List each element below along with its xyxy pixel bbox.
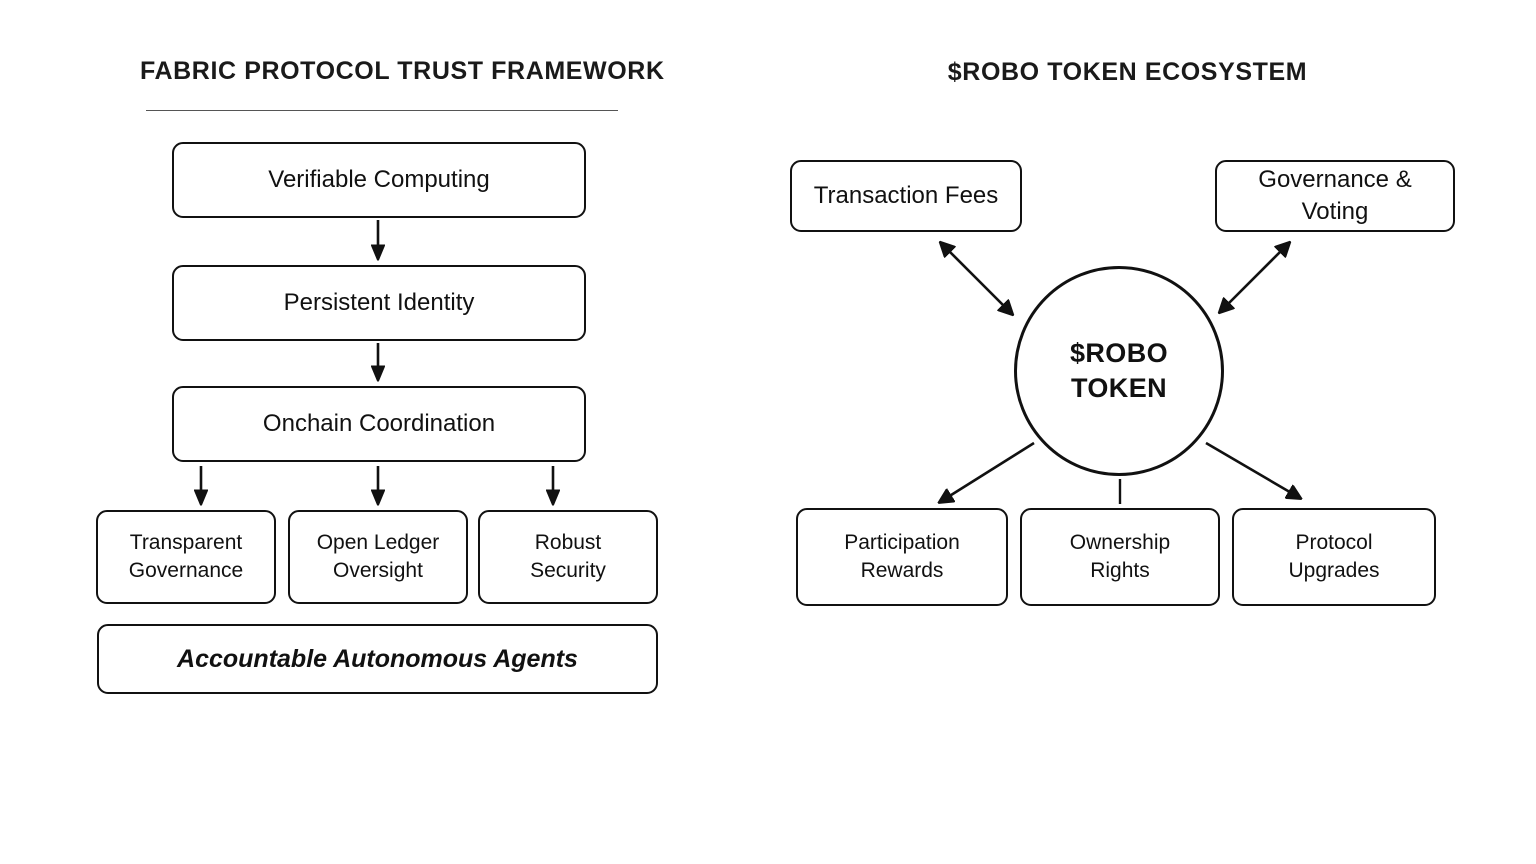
node-robust-security[interactable]: Robust Security bbox=[478, 510, 658, 604]
node-verifiable-computing[interactable]: Verifiable Computing bbox=[172, 142, 586, 218]
node-label: Accountable Autonomous Agents bbox=[177, 644, 578, 673]
node-label: Transparent Governance bbox=[128, 531, 244, 582]
node-accountable-autonomous-agents[interactable]: Accountable Autonomous Agents bbox=[97, 624, 658, 694]
node-label: Governance & Voting bbox=[1258, 166, 1412, 225]
node-label: Participation Rewards bbox=[844, 531, 960, 582]
node-participation-rewards[interactable]: Participation Rewards bbox=[796, 508, 1008, 606]
token-name-line1: $ROBO bbox=[1069, 338, 1169, 369]
node-transparent-governance[interactable]: Transparent Governance bbox=[96, 510, 276, 604]
page-title-left: FABRIC PROTOCOL TRUST FRAMEWORK bbox=[140, 57, 665, 85]
arrow-governance-voting-token bbox=[1220, 243, 1289, 312]
arrow-transaction-fees-token bbox=[941, 243, 1012, 314]
node-onchain-coordination[interactable]: Onchain Coordination bbox=[172, 386, 586, 462]
node-ownership-rights[interactable]: Ownership Rights bbox=[1020, 508, 1220, 606]
node-label: Persistent Identity bbox=[283, 289, 475, 317]
token-name-line2: TOKEN bbox=[1070, 373, 1167, 403]
title-divider bbox=[146, 110, 618, 111]
node-label: Robust Security bbox=[530, 531, 606, 582]
arrow-token-to-protocol-upgrades bbox=[1205, 441, 1300, 498]
page-title-right: $ROBO TOKEN ECOSYSTEM bbox=[947, 58, 1308, 86]
node-label: Ownership Rights bbox=[1069, 531, 1171, 582]
arrow-token-to-participation-rewards bbox=[940, 441, 1035, 502]
node-governance-voting[interactable]: Governance & Voting bbox=[1215, 160, 1455, 232]
node-persistent-identity[interactable]: Persistent Identity bbox=[172, 265, 586, 341]
node-transaction-fees[interactable]: Transaction Fees bbox=[790, 160, 1022, 232]
node-label: Transaction Fees bbox=[813, 182, 999, 210]
node-label: Open Ledger Oversight bbox=[316, 531, 440, 582]
node-open-ledger-oversight[interactable]: Open Ledger Oversight bbox=[288, 510, 468, 604]
node-protocol-upgrades[interactable]: Protocol Upgrades bbox=[1232, 508, 1436, 606]
node-label: Verifiable Computing bbox=[268, 166, 490, 194]
node-label: Protocol Upgrades bbox=[1288, 531, 1380, 582]
node-label: Onchain Coordination bbox=[262, 410, 496, 438]
token-center-circle[interactable]: $ROBO TOKEN bbox=[1014, 266, 1224, 476]
